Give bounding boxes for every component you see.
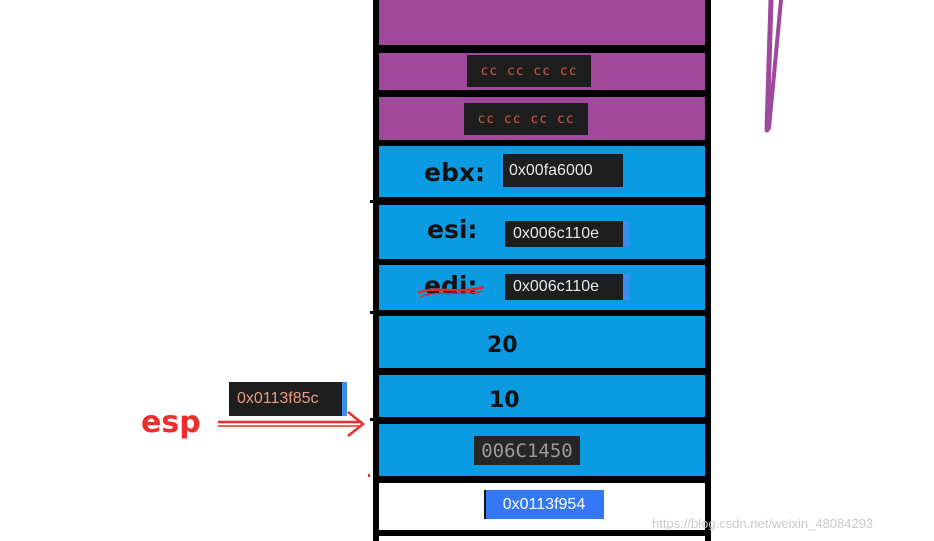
esp-value: 0x0113f85c [229,382,347,416]
border-tick [370,200,374,203]
stack-cell-return-address: 006C1450 [379,424,705,476]
cc-bytes-2: cc cc cc cc [464,103,588,135]
stack-cell-saved-ebp: 0x0113f954 [379,483,705,530]
watermark: https://blog.csdn.net/weixin_48084293 [652,516,874,531]
border-tick [370,311,374,314]
arrow-right-icon [218,411,366,437]
stack-cell-ebx: ebx: 0x00fa6000 [379,146,705,197]
esp-value-text: 0x0113f85c [237,390,319,407]
stack-cell-top [379,0,705,45]
edi-value-text: 0x006c110e [513,278,599,295]
saved-ebp-value-text: 0x0113f954 [502,495,586,513]
stack-cell-arg-20: 20 [379,316,705,368]
purple-stroke [764,0,783,133]
edi-label-text: edi: [424,271,478,300]
red-dot [368,474,370,477]
arg-20-value: 20 [487,333,518,358]
cc-bytes-1: cc cc cc cc [467,55,591,87]
saved-ebp-value: 0x0113f954 [484,490,604,519]
stack-cell-cc-1: cc cc cc cc [379,53,705,90]
stack-cell-bottom [379,536,705,541]
stack-cell-edi: edi: 0x006c110e [379,265,705,310]
edi-value: 0x006c110e [505,274,629,300]
edi-label: edi: [417,271,485,300]
ebx-label: ebx: [424,158,485,187]
stack-frame: cc cc cc cc cc cc cc cc ebx: 0x00fa6000 … [373,0,711,541]
stack-cell-arg-10: 10 [379,375,705,417]
stack-cell-esi: esi: 0x006c110e [379,205,705,259]
esi-value-text: 0x006c110e [513,225,599,242]
ebx-value: 0x00fa6000 [501,154,623,187]
ebx-value-text: 0x00fa6000 [509,161,593,179]
esi-label: esi: [427,215,478,244]
esi-value: 0x006c110e [505,221,629,247]
strikethrough-mark [417,285,485,298]
stack-cell-cc-2: cc cc cc cc [379,97,705,140]
border-tick [370,418,374,421]
arg-10-value: 10 [489,388,520,413]
return-address-value: 006C1450 [474,436,580,465]
esp-label: esp [141,405,201,440]
